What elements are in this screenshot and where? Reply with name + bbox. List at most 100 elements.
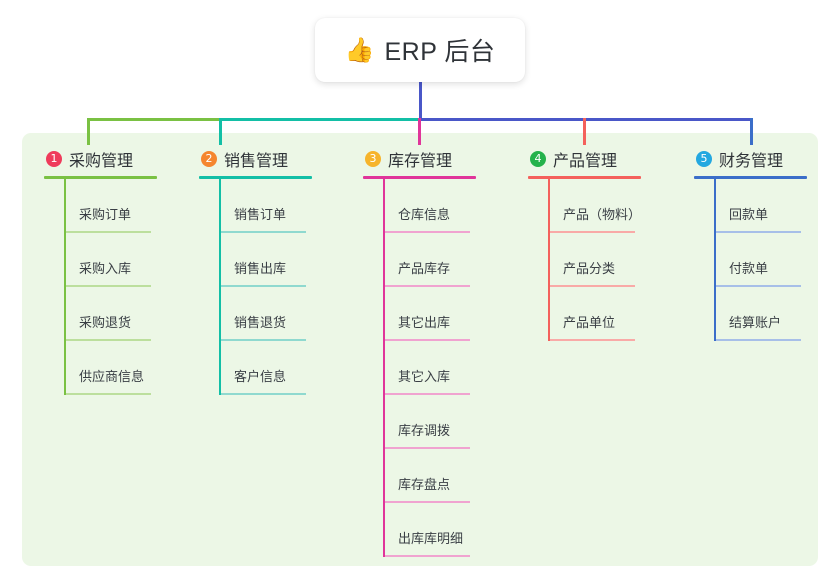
column-number-badge: 1	[46, 151, 62, 167]
list-item-label: 采购退货	[79, 315, 132, 330]
list-item[interactable]: 供应商信息	[66, 341, 157, 395]
list-item-label: 供应商信息	[79, 369, 145, 384]
column-title: 采购管理	[69, 153, 134, 170]
drop-connector-5	[750, 118, 753, 145]
root-node-card[interactable]: 👍 ERP 后台	[315, 18, 525, 82]
bus-segment-3	[419, 118, 753, 121]
list-item-label: 出库库明细	[398, 531, 464, 546]
drop-connector-1	[87, 118, 90, 145]
list-item-label: 产品分类	[563, 261, 616, 276]
column-items: 仓库信息产品库存其它出库其它入库库存调拨库存盘点出库库明细	[363, 179, 476, 557]
list-item[interactable]: 回款单	[716, 179, 807, 233]
column-财务管理: 5 财务管理回款单付款单结算账户	[694, 148, 807, 341]
column-rule	[363, 176, 476, 179]
bus-segment-1	[87, 118, 220, 121]
list-item[interactable]: 结算账户	[716, 287, 807, 341]
list-item-label: 其它出库	[398, 315, 451, 330]
list-item-label: 销售出库	[234, 261, 287, 276]
list-item-label: 产品单位	[563, 315, 616, 330]
column-title: 财务管理	[719, 153, 784, 170]
column-items: 销售订单销售出库销售退货客户信息	[199, 179, 312, 395]
list-item-rule	[716, 339, 801, 341]
list-item[interactable]: 销售退货	[221, 287, 312, 341]
list-item-rule	[66, 285, 151, 287]
list-item[interactable]: 采购订单	[66, 179, 157, 233]
list-item-rule	[66, 339, 151, 341]
list-item-rule	[550, 285, 635, 287]
column-number-badge: 5	[696, 151, 712, 167]
column-spine	[383, 179, 385, 557]
list-item-rule	[716, 285, 801, 287]
column-title: 销售管理	[224, 153, 289, 170]
list-item[interactable]: 产品分类	[550, 233, 641, 287]
column-header[interactable]: 2 销售管理	[199, 148, 312, 170]
list-item[interactable]: 产品（物料）	[550, 179, 641, 233]
list-item-label: 采购订单	[79, 207, 132, 222]
list-item[interactable]: 库存盘点	[385, 449, 476, 503]
list-item[interactable]: 付款单	[716, 233, 807, 287]
list-item-rule	[221, 231, 306, 233]
column-header[interactable]: 1 采购管理	[44, 148, 157, 170]
list-item[interactable]: 仓库信息	[385, 179, 476, 233]
list-item-rule	[66, 231, 151, 233]
column-spine	[64, 179, 66, 395]
column-number-badge: 3	[365, 151, 381, 167]
list-item[interactable]: 库存调拨	[385, 395, 476, 449]
list-item[interactable]: 其它入库	[385, 341, 476, 395]
list-item-rule	[716, 231, 801, 233]
column-rule	[199, 176, 312, 179]
list-item[interactable]: 产品单位	[550, 287, 641, 341]
list-item-label: 产品（物料）	[563, 207, 642, 222]
list-item[interactable]: 其它出库	[385, 287, 476, 341]
column-header[interactable]: 3 库存管理	[363, 148, 476, 170]
list-item-label: 产品库存	[398, 261, 451, 276]
list-item[interactable]: 销售订单	[221, 179, 312, 233]
list-item-rule	[550, 339, 635, 341]
bus-segment-2	[220, 118, 419, 121]
column-number-badge: 2	[201, 151, 217, 167]
column-库存管理: 3 库存管理仓库信息产品库存其它出库其它入库库存调拨库存盘点出库库明细	[363, 148, 476, 557]
list-item[interactable]: 采购退货	[66, 287, 157, 341]
column-spine	[714, 179, 716, 341]
list-item-label: 回款单	[729, 207, 769, 222]
list-item-rule	[385, 501, 470, 503]
list-item[interactable]: 出库库明细	[385, 503, 476, 557]
column-number-badge: 4	[530, 151, 546, 167]
drop-connector-2	[219, 118, 222, 145]
column-header[interactable]: 4 产品管理	[528, 148, 641, 170]
list-item-label: 销售订单	[234, 207, 287, 222]
column-title: 库存管理	[388, 153, 453, 170]
drop-connector-4	[583, 118, 586, 145]
column-spine	[219, 179, 221, 395]
column-items: 产品（物料） 产品分类产品单位	[528, 179, 641, 341]
column-rule	[44, 176, 157, 179]
list-item-label: 其它入库	[398, 369, 451, 384]
list-item[interactable]: 客户信息	[221, 341, 312, 395]
list-item-label: 销售退货	[234, 315, 287, 330]
list-item-label: 客户信息	[234, 369, 287, 384]
column-spine	[548, 179, 550, 341]
column-采购管理: 1 采购管理采购订单采购入库采购退货供应商信息	[44, 148, 157, 395]
list-item-label: 库存盘点	[398, 477, 451, 492]
list-item[interactable]: 采购入库	[66, 233, 157, 287]
list-item-label: 采购入库	[79, 261, 132, 276]
column-title: 产品管理	[553, 153, 618, 170]
column-header[interactable]: 5 财务管理	[694, 148, 807, 170]
list-item-rule	[385, 231, 470, 233]
list-item-rule	[66, 393, 151, 395]
column-销售管理: 2 销售管理销售订单销售出库销售退货客户信息	[199, 148, 312, 395]
column-items: 采购订单采购入库采购退货供应商信息	[44, 179, 157, 395]
list-item-label: 仓库信息	[398, 207, 451, 222]
column-rule	[528, 176, 641, 179]
list-item[interactable]: 产品库存	[385, 233, 476, 287]
list-item-label: 结算账户	[729, 315, 782, 330]
column-产品管理: 4 产品管理产品（物料） 产品分类产品单位	[528, 148, 641, 341]
list-item-rule	[385, 339, 470, 341]
list-item[interactable]: 销售出库	[221, 233, 312, 287]
trunk-connector	[419, 82, 422, 121]
drop-connector-3	[418, 118, 421, 145]
content-panel	[22, 133, 818, 566]
list-item-label: 库存调拨	[398, 423, 451, 438]
root-title: ERP 后台	[384, 38, 496, 66]
